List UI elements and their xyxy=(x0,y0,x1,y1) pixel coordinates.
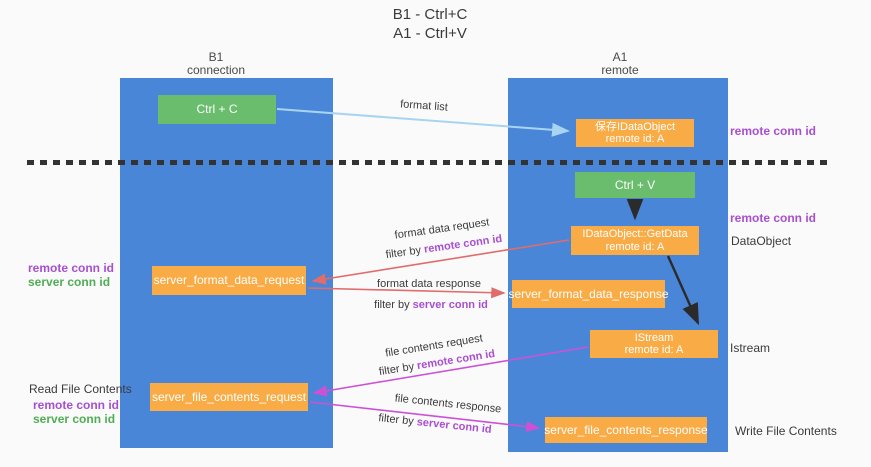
format-data-response-label: format data response xyxy=(377,278,481,290)
right-remote-conn-id-label: remote conn id xyxy=(730,124,817,138)
right-column-name: A1 xyxy=(612,50,628,64)
server-format-data-request-box: server_format_data_request xyxy=(152,266,306,295)
server-file-contents-response-box: server_file_contents_response xyxy=(544,417,708,443)
istream-box: IStream remote id: A xyxy=(590,330,718,358)
istream-line2: remote id: A xyxy=(624,344,684,356)
istream-line1: IStream xyxy=(634,331,674,344)
ctrl-c-label: Ctrl + C xyxy=(196,102,238,116)
server-file-contents-request-label: server_file_contents_request xyxy=(151,389,307,404)
file-contents-response-label: file contents response xyxy=(394,392,502,416)
format-data-response-filter-label: filter by server conn id xyxy=(374,299,488,311)
left-column-header: B1 connection xyxy=(146,51,286,77)
diagram-title: B1 - Ctrl+C A1 - Ctrl+V xyxy=(340,5,520,43)
filter-by-text: filter by xyxy=(378,360,416,379)
filter-by-text: filter by xyxy=(385,244,422,262)
write-file-contents-label: Write File Contents xyxy=(735,424,837,438)
server-file-contents-request-box: server_file_contents_request xyxy=(150,383,308,411)
dashed-separator-line xyxy=(27,160,833,165)
filter-key-text: server conn id xyxy=(412,299,488,311)
read-file-contents-label: Read File Contents xyxy=(29,382,132,396)
left-remote-conn-id-label-2: remote conn id xyxy=(33,398,120,412)
left-column-name: B1 xyxy=(208,50,224,64)
getdata-line1: IDataObject::GetData xyxy=(582,228,688,240)
filter-key-text: remote conn id xyxy=(423,232,503,256)
server-format-data-response-label: server_format_data_response xyxy=(508,286,669,301)
left-server-conn-id-label-2: server conn id xyxy=(33,412,116,426)
server-format-data-response-box: server_format_data_response xyxy=(508,280,669,308)
server-format-data-request-label: server_format_data_request xyxy=(153,273,305,287)
dataobject-label: DataObject xyxy=(731,234,792,248)
title-line-1: B1 - Ctrl+C xyxy=(392,6,468,23)
right-remote-conn-id-label-2: remote conn id xyxy=(730,211,817,225)
right-column-header: A1 remote xyxy=(550,51,690,77)
left-column-subtitle: connection xyxy=(186,63,246,77)
ctrl-v-label: Ctrl + V xyxy=(614,177,656,192)
format-list-label: format list xyxy=(399,98,449,114)
save-idataobject-line2: remote id: A xyxy=(605,133,665,145)
idataobject-getdata-box: IDataObject::GetData remote id: A xyxy=(571,226,699,255)
file-contents-response-filter-label: filter by server conn id xyxy=(378,412,492,436)
title-line-2: A1 - Ctrl+V xyxy=(393,25,467,42)
ctrl-c-box: Ctrl + C xyxy=(158,95,276,124)
getdata-line2: remote id: A xyxy=(605,240,665,253)
left-server-conn-id-label: server conn id xyxy=(28,275,111,289)
filter-key-text: server conn id xyxy=(416,416,493,436)
right-column-subtitle: remote xyxy=(601,63,639,77)
filter-by-text: filter by xyxy=(377,412,415,428)
istream-side-label: Istream xyxy=(730,341,771,355)
filter-by-text: filter by xyxy=(374,299,410,311)
ctrl-v-box: Ctrl + V xyxy=(575,172,695,198)
save-idataobject-line1: 保存IDataObject xyxy=(594,120,676,133)
server-file-contents-response-label: server_file_contents_response xyxy=(544,422,708,437)
left-remote-conn-id-label: remote conn id xyxy=(28,261,115,275)
save-idataobject-box: 保存IDataObject remote id: A xyxy=(576,119,694,147)
